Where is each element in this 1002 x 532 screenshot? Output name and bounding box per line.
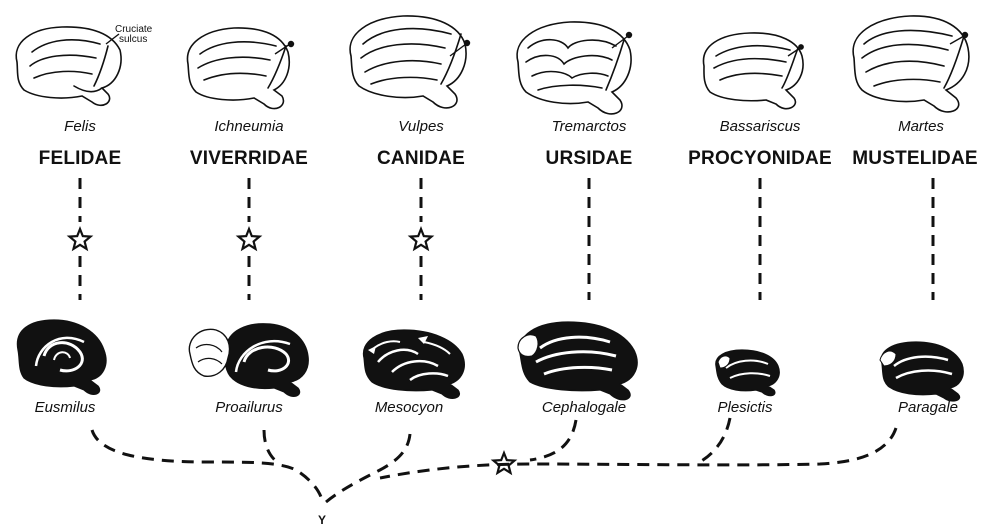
branch-cephalogale <box>530 420 576 460</box>
cruciate-sulcus-annotation: Cruciate sulcus <box>115 25 152 45</box>
brain-vulpes-illustration <box>350 16 466 108</box>
family-label-viverridae: VIVERRIDAE <box>164 148 334 170</box>
fossil-label-paragale: Paragale <box>853 399 1002 416</box>
brain-felis-illustration <box>16 27 121 105</box>
genus-label-martes: Martes <box>846 118 996 135</box>
branch-paragale <box>380 428 896 478</box>
sulcus-pointers <box>106 33 968 57</box>
star-icon-viverridae <box>239 229 260 249</box>
fossil-label-mesocyon: Mesocyon <box>334 399 484 416</box>
star-icon-canidae <box>411 229 432 249</box>
family-label-mustelidae: MUSTELIDAE <box>830 148 1000 170</box>
genus-label-vulpes: Vulpes <box>346 118 496 135</box>
branch-eusmilus <box>92 430 322 500</box>
family-label-ursidae: URSIDAE <box>504 148 674 170</box>
brain-paragale-illustration <box>880 342 963 401</box>
brain-ichneumia-illustration <box>187 28 289 109</box>
branch-mesocyon <box>326 434 410 502</box>
genus-label-bassariscus: Bassariscus <box>685 118 835 135</box>
star-icon-felidae <box>70 229 91 249</box>
brain-proailurus-illustration <box>189 324 308 397</box>
root-label: Y <box>318 513 326 527</box>
fossil-label-eusmilus: Eusmilus <box>0 399 140 416</box>
brain-eusmilus-illustration <box>17 320 106 394</box>
branch-proailurus <box>264 430 280 464</box>
brain-bassariscus-illustration <box>703 33 803 109</box>
brain-tremarctos-illustration <box>517 22 631 114</box>
family-label-procyonidae: PROCYONIDAE <box>675 148 845 170</box>
family-label-canidae: CANIDAE <box>336 148 506 170</box>
brain-mesocyon-illustration <box>363 330 464 398</box>
genus-label-tremarctos: Tremarctos <box>514 118 664 135</box>
branch-plesictis <box>700 418 730 462</box>
brain-martes-illustration <box>853 16 969 112</box>
brain-plesictis-illustration <box>716 350 779 396</box>
fossil-label-cephalogale: Cephalogale <box>509 399 659 416</box>
annotation-line-2: sulcus <box>115 35 152 45</box>
genus-label-felis: Felis <box>5 118 155 135</box>
lineage-lines <box>80 178 933 300</box>
genus-label-ichneumia: Ichneumia <box>174 118 324 135</box>
family-label-felidae: FELIDAE <box>0 148 165 170</box>
brain-cephalogale-illustration <box>518 322 637 400</box>
fossil-label-plesictis: Plesictis <box>670 399 820 416</box>
fossil-label-proailurus: Proailurus <box>174 399 324 416</box>
